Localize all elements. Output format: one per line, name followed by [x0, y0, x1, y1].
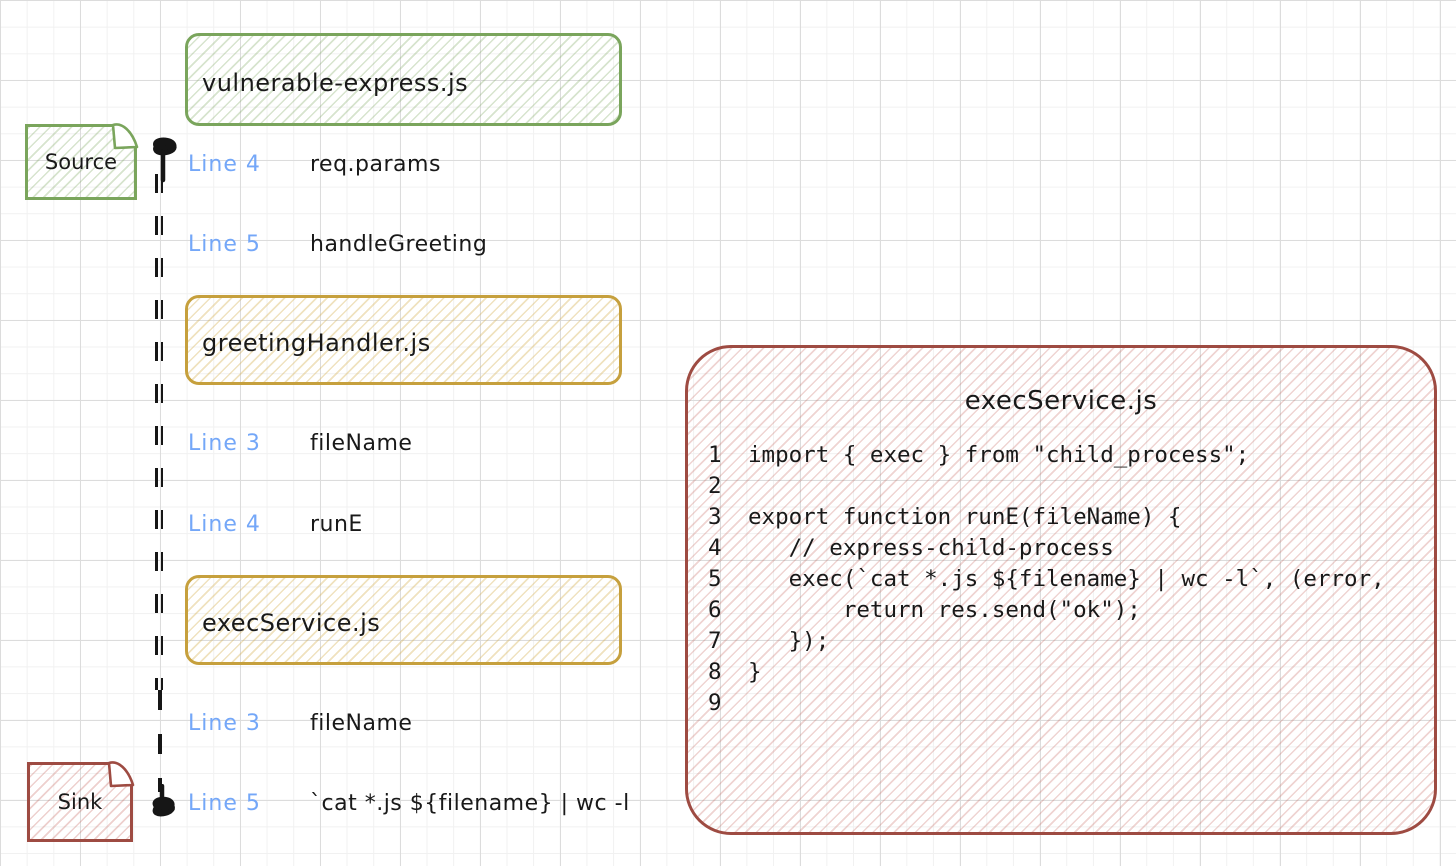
- code-text: export function runE(fileName) {: [748, 504, 1182, 530]
- code-text: import { exec } from "child_process";: [748, 442, 1250, 468]
- dash-column: [160, 174, 164, 690]
- code-text: }: [748, 659, 762, 685]
- code-block: 1 import { exec } from "child_process"; 2…: [708, 440, 1434, 719]
- code-text: });: [748, 628, 830, 654]
- code-line: 9: [708, 688, 1434, 719]
- line-number: 6: [708, 597, 722, 623]
- code-line: 5 exec(`cat *.js ${filename} | wc -l`, (…: [708, 564, 1434, 595]
- trace-step-line: Line 4: [188, 512, 261, 537]
- file-box-label: greetingHandler.js: [202, 329, 431, 357]
- trace-step-value: `cat *.js ${filename} | wc -l: [310, 791, 630, 816]
- trace-dashed-line-end: [158, 690, 162, 792]
- line-number: 3: [708, 504, 722, 530]
- sink-note: Sink: [27, 762, 133, 842]
- code-text: // express-child-process: [748, 535, 1114, 561]
- code-line: 2: [708, 471, 1434, 502]
- line-number: 4: [708, 535, 722, 561]
- code-line: 8}: [708, 657, 1434, 688]
- trace-step-line: Line 4: [188, 152, 261, 177]
- line-number: 2: [708, 473, 722, 499]
- code-line: 4 // express-child-process: [708, 533, 1434, 564]
- trace-start-marker: [153, 137, 177, 183]
- line-number: 8: [708, 659, 722, 685]
- trace-step-line: Line 5: [188, 232, 261, 257]
- trace-end-marker: [152, 784, 175, 817]
- source-note-label: Source: [44, 150, 118, 174]
- file-box-exec-service: execService.js: [185, 575, 622, 665]
- trace-step-line: Line 3: [188, 431, 261, 456]
- trace-step-value: fileName: [310, 711, 413, 736]
- line-number: 9: [708, 690, 722, 716]
- code-text: exec(`cat *.js ${filename} | wc -l`, (er…: [748, 566, 1385, 592]
- line-number: 1: [708, 442, 722, 468]
- code-line: 6 return res.send("ok");: [708, 595, 1434, 626]
- line-number: 7: [708, 628, 722, 654]
- file-box-vulnerable-express: vulnerable-express.js: [185, 33, 622, 126]
- code-panel-title: execService.js: [964, 386, 1158, 416]
- code-line: 7 });: [708, 626, 1434, 657]
- code-line: 3 export function runE(fileName) {: [708, 502, 1434, 533]
- file-box-label: vulnerable-express.js: [202, 68, 469, 97]
- dash-column: [155, 174, 158, 690]
- code-line: 1 import { exec } from "child_process";: [708, 440, 1434, 471]
- file-box-greeting-handler: greetingHandler.js: [185, 295, 622, 385]
- trace-step-line: Line 5: [188, 791, 261, 816]
- file-box-label: execService.js: [202, 609, 381, 637]
- trace-step-value: handleGreeting: [310, 232, 488, 257]
- trace-step-value: fileName: [310, 431, 413, 456]
- trace-step-line: Line 3: [188, 711, 261, 736]
- source-note: Source: [25, 124, 137, 200]
- sink-note-label: Sink: [57, 790, 103, 814]
- code-panel-exec-service: execService.js 1 import { exec } from "ch…: [685, 345, 1437, 835]
- line-number: 5: [708, 566, 722, 592]
- trace-step-value: req.params: [310, 152, 441, 177]
- trace-step-value: runE: [310, 512, 363, 537]
- code-text: return res.send("ok");: [748, 597, 1141, 623]
- trace-dashed-line: [155, 174, 164, 690]
